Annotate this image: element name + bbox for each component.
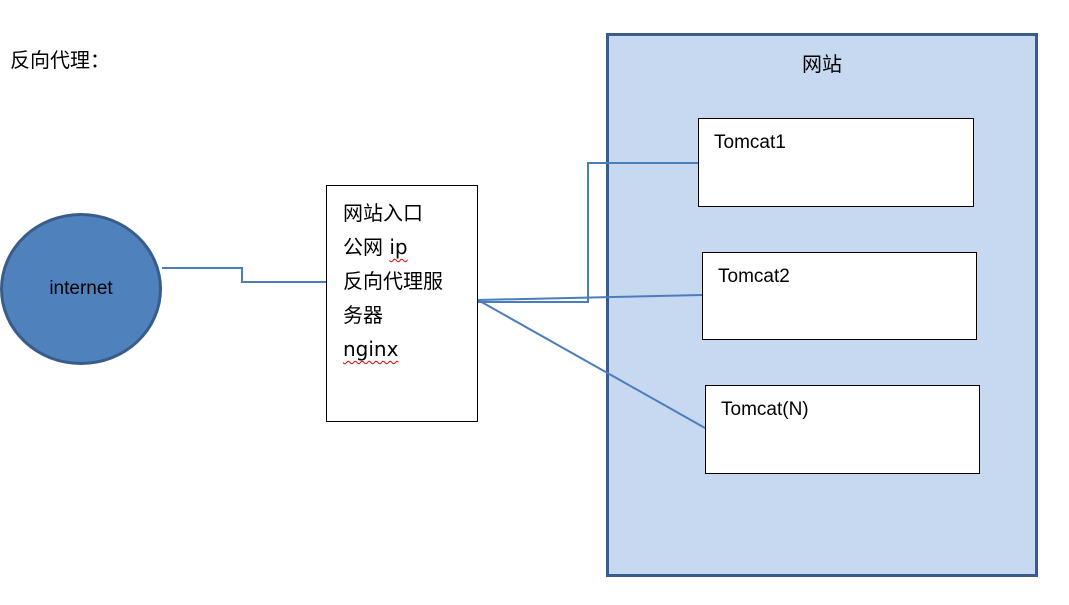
website-label: 网站 — [802, 52, 842, 76]
diagram-title: 反向代理： — [10, 48, 110, 72]
tomcat-server-1: Tomcat1 — [698, 118, 974, 207]
internet-node: internet — [0, 213, 162, 365]
proxy-server-text-1: 反向代理服 — [343, 269, 443, 293]
proxy-public-text: 公网 — [343, 235, 383, 259]
tomcat-server-2: Tomcat2 — [702, 252, 977, 340]
proxy-server-text-2: 务器 — [343, 303, 383, 327]
proxy-public-ip-text: 公网 ip — [343, 230, 477, 264]
connector-internet-to-proxy — [162, 267, 326, 283]
tomcat-server-n: Tomcat(N) — [705, 385, 980, 474]
proxy-ip-text: ip — [389, 235, 408, 259]
internet-label: internet — [49, 278, 113, 299]
reverse-proxy-box: 网站入口 公网 ip 反向代理服 务器 nginx — [326, 185, 478, 422]
proxy-entry-text: 网站入口 — [343, 201, 423, 225]
proxy-nginx-text: nginx — [343, 337, 399, 361]
proxy-nginx-line: nginx — [343, 332, 477, 366]
